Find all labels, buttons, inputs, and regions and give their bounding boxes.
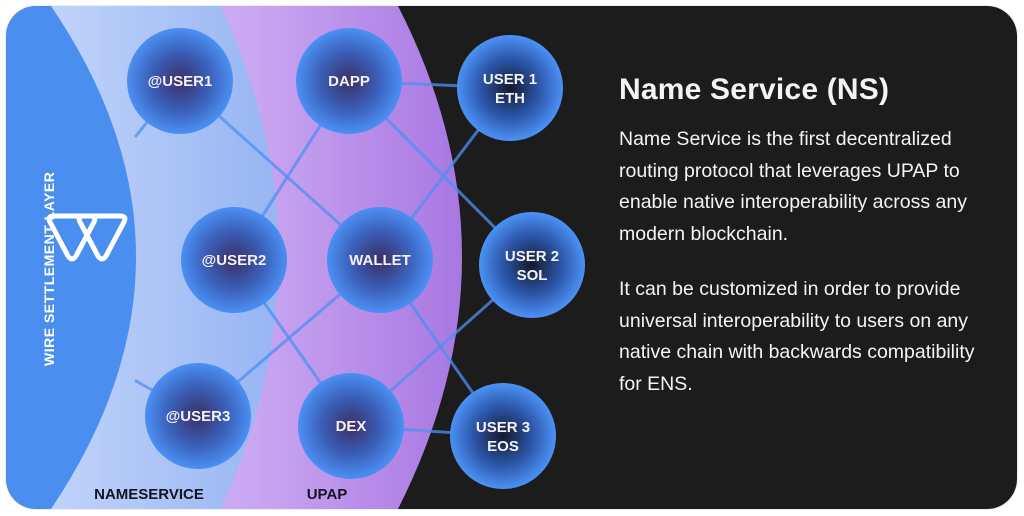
name-service-card: @USER1 @USER2 @USER3 DAPP WALLET DEX USER 1 ETH… xyxy=(6,6,1017,509)
node-label: USER 3 xyxy=(476,419,530,436)
node-label: @USER1 xyxy=(148,73,213,90)
node-eth[interactable]: USER 1 ETH xyxy=(457,35,563,141)
wire-logo-lower xyxy=(46,213,98,262)
nodes-layer: @USER1 @USER2 @USER3 DAPP WALLET DEX USER 1 ETH… xyxy=(127,28,585,489)
info-panel: Name Service (NS) Name Service is the fi… xyxy=(619,72,999,424)
node-label: USER 1 xyxy=(483,71,537,88)
node-circle xyxy=(450,383,556,489)
node-label: SOL xyxy=(517,267,548,284)
node-circle xyxy=(479,212,585,318)
node-label: ETH xyxy=(495,90,525,107)
settlement-layer-group: WIRE SETTLEMENT LAYER xyxy=(41,172,128,366)
node-wallet[interactable]: WALLET xyxy=(327,207,433,313)
node-circle xyxy=(298,373,404,479)
node-label: @USER2 xyxy=(202,252,267,269)
node-user1[interactable]: @USER1 xyxy=(127,28,233,134)
routing-diagram: @USER1 @USER2 @USER3 DAPP WALLET DEX USER 1 ETH… xyxy=(6,6,585,509)
node-label: WALLET xyxy=(349,252,411,269)
nameservice-label: NAMESERVICE xyxy=(94,486,204,503)
info-paragraph-1: Name Service is the first decentralized … xyxy=(619,128,967,245)
node-circle xyxy=(145,363,251,469)
upap-label: UPAP xyxy=(307,486,348,503)
wire-logo-icon xyxy=(46,213,128,262)
node-circle xyxy=(127,28,233,134)
info-paragraph-2: It can be customized in order to provide… xyxy=(619,278,975,395)
node-circle xyxy=(181,207,287,313)
node-eos[interactable]: USER 3 EOS xyxy=(450,383,556,489)
node-circle xyxy=(327,207,433,313)
node-circle xyxy=(296,28,402,134)
node-label: EOS xyxy=(487,438,519,455)
node-user3[interactable]: @USER3 xyxy=(145,363,251,469)
settlement-layer-label: WIRE SETTLEMENT LAYER xyxy=(41,172,57,366)
node-circle xyxy=(457,35,563,141)
info-title: Name Service (NS) xyxy=(619,73,890,106)
node-sol[interactable]: USER 2 SOL xyxy=(479,212,585,318)
node-label: @USER3 xyxy=(166,408,231,425)
node-dapp[interactable]: DAPP xyxy=(296,28,402,134)
node-user2[interactable]: @USER2 xyxy=(181,207,287,313)
node-label: USER 2 xyxy=(505,248,559,265)
node-label: DAPP xyxy=(328,73,370,90)
node-dex[interactable]: DEX xyxy=(298,373,404,479)
node-label: DEX xyxy=(336,418,367,435)
